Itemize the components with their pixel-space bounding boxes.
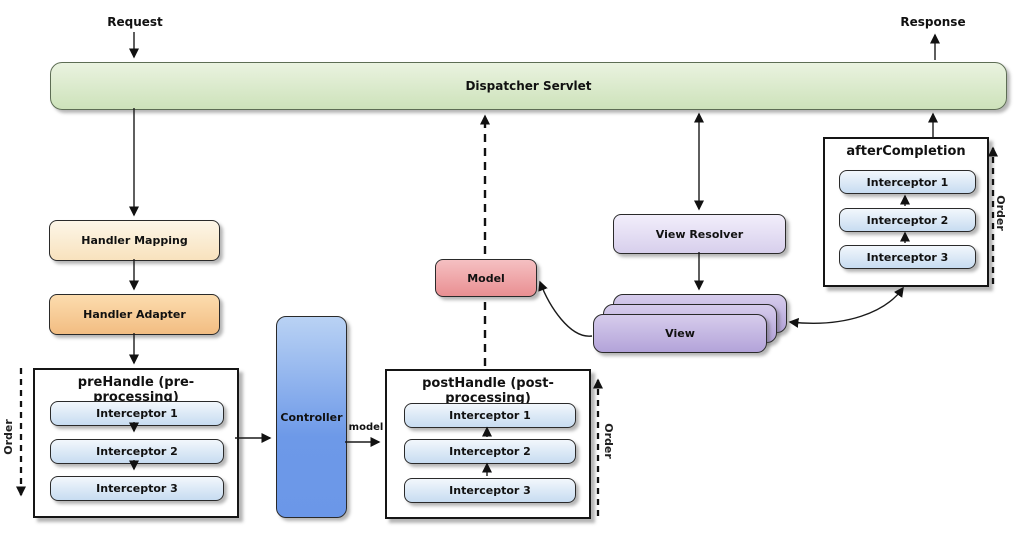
- posthandle-group: postHandle (post-processing) Interceptor…: [385, 369, 591, 519]
- interceptor-label: Interceptor 2: [449, 445, 531, 458]
- prehandle-order-label: Order: [2, 419, 15, 455]
- controller-label: Controller: [280, 410, 343, 424]
- view-aftercompletion-curve: [788, 286, 904, 328]
- handler-adapter-label: Handler Adapter: [83, 308, 186, 321]
- view-resolver-node: View Resolver: [613, 214, 786, 254]
- aftercompletion-order-label: Order: [994, 195, 1007, 231]
- handler-adapter-node: Handler Adapter: [49, 294, 220, 335]
- interceptor-label: Interceptor 2: [96, 445, 178, 458]
- dispatcher-servlet-label: Dispatcher Servlet: [465, 79, 592, 93]
- view-node-front: View: [593, 314, 767, 353]
- model-arrow-label: model: [348, 422, 384, 433]
- posthandle-interceptor-2: Interceptor 2: [404, 439, 576, 464]
- aftercompletion-interceptor-2: Interceptor 2: [839, 208, 976, 232]
- posthandle-interceptor-3: Interceptor 3: [404, 478, 576, 503]
- interceptor-label: Interceptor 3: [96, 482, 178, 495]
- aftercompletion-interceptor-1: Interceptor 1: [839, 170, 976, 194]
- interceptor-label: Interceptor 1: [449, 409, 531, 422]
- request-label: Request: [107, 15, 163, 29]
- interceptor-label: Interceptor 3: [449, 484, 531, 497]
- interceptor-label: Interceptor 1: [866, 175, 949, 189]
- aftercompletion-interceptor-3: Interceptor 3: [839, 245, 976, 269]
- response-label: Response: [900, 15, 966, 29]
- prehandle-interceptor-2: Interceptor 2: [50, 439, 224, 464]
- prehandle-interceptor-1: Interceptor 1: [50, 401, 224, 426]
- view-resolver-label: View Resolver: [655, 227, 744, 241]
- view-to-model-curve: [538, 280, 593, 337]
- interceptor-label: Interceptor 2: [866, 213, 949, 227]
- view-label: View: [665, 327, 695, 340]
- prehandle-interceptor-3: Interceptor 3: [50, 476, 224, 501]
- controller-node: Controller: [276, 316, 347, 518]
- aftercompletion-group: afterCompletion Interceptor 1 Intercepto…: [823, 137, 989, 287]
- posthandle-order-label: Order: [602, 423, 615, 459]
- dispatcher-servlet-node: Dispatcher Servlet: [50, 62, 1007, 110]
- prehandle-group: preHandle (pre-processing) Interceptor 1…: [33, 368, 239, 518]
- interceptor-label: Interceptor 1: [96, 407, 178, 420]
- handler-mapping-node: Handler Mapping: [49, 220, 220, 261]
- model-node: Model: [435, 259, 537, 297]
- interceptor-label: Interceptor 3: [866, 250, 949, 264]
- aftercompletion-title: afterCompletion: [846, 144, 966, 159]
- posthandle-interceptor-1: Interceptor 1: [404, 403, 576, 428]
- posthandle-title: postHandle (post-processing): [422, 376, 554, 406]
- handler-mapping-label: Handler Mapping: [81, 234, 188, 247]
- model-label: Model: [467, 271, 505, 285]
